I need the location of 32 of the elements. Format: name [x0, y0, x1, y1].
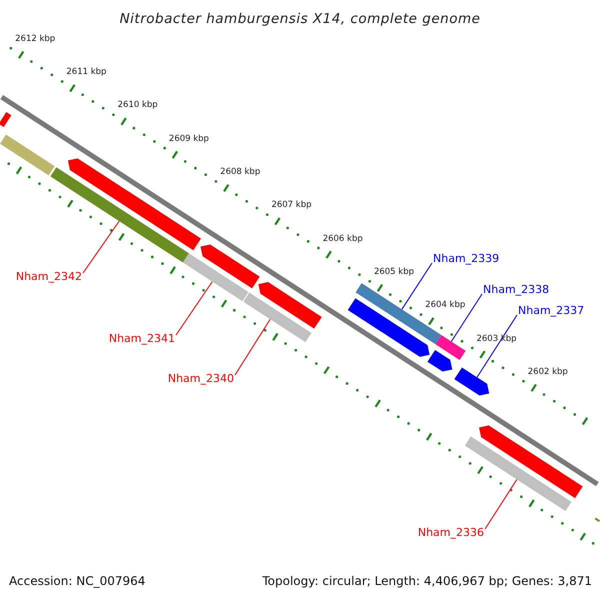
category-bar	[243, 292, 312, 342]
position-label: 2604 kbp	[425, 301, 466, 310]
position-label: 2607 kbp	[271, 201, 312, 210]
position-label: 2611 kbp	[66, 68, 106, 77]
leader-line	[82, 220, 120, 274]
category-bar	[435, 334, 466, 360]
position-label: 2612 kbp	[15, 34, 56, 44]
genome-info-text: Topology: circular; Length: 4,406,967 bp; Genes: 3,871	[262, 575, 592, 587]
accession-text: Accession: NC_007964	[9, 575, 146, 587]
position-label: 2606 kbp	[322, 234, 363, 244]
title: Nitrobacter hamburgensis X14, complete genome	[118, 10, 482, 29]
gene-label: Nham_2339	[433, 253, 500, 264]
leader-line	[476, 314, 518, 378]
leader-line	[234, 318, 271, 376]
position-label: 2603 kbp	[476, 334, 517, 344]
gene-label: Nham_2336	[418, 527, 484, 538]
gene-label: Nham_2342	[16, 271, 82, 282]
gene-label: Nham_2337	[518, 305, 584, 316]
position-label: 2608 kbp	[220, 168, 260, 177]
leader-line	[484, 478, 518, 530]
category-bar	[182, 253, 248, 302]
category-bar	[50, 167, 189, 263]
position-label: 2609 kbp	[168, 134, 209, 144]
gene-label: Nham_2340	[168, 373, 234, 384]
gene-feature	[454, 367, 490, 396]
leader-line	[176, 281, 213, 336]
position-label: 2610 kbp	[118, 101, 158, 110]
gene-label: Nham_2341	[108, 333, 175, 344]
leader-line	[450, 294, 482, 342]
category-bar	[464, 436, 572, 512]
gene-label: Nham_2338	[483, 284, 550, 295]
position-label: 2602 kbp	[528, 368, 568, 376]
